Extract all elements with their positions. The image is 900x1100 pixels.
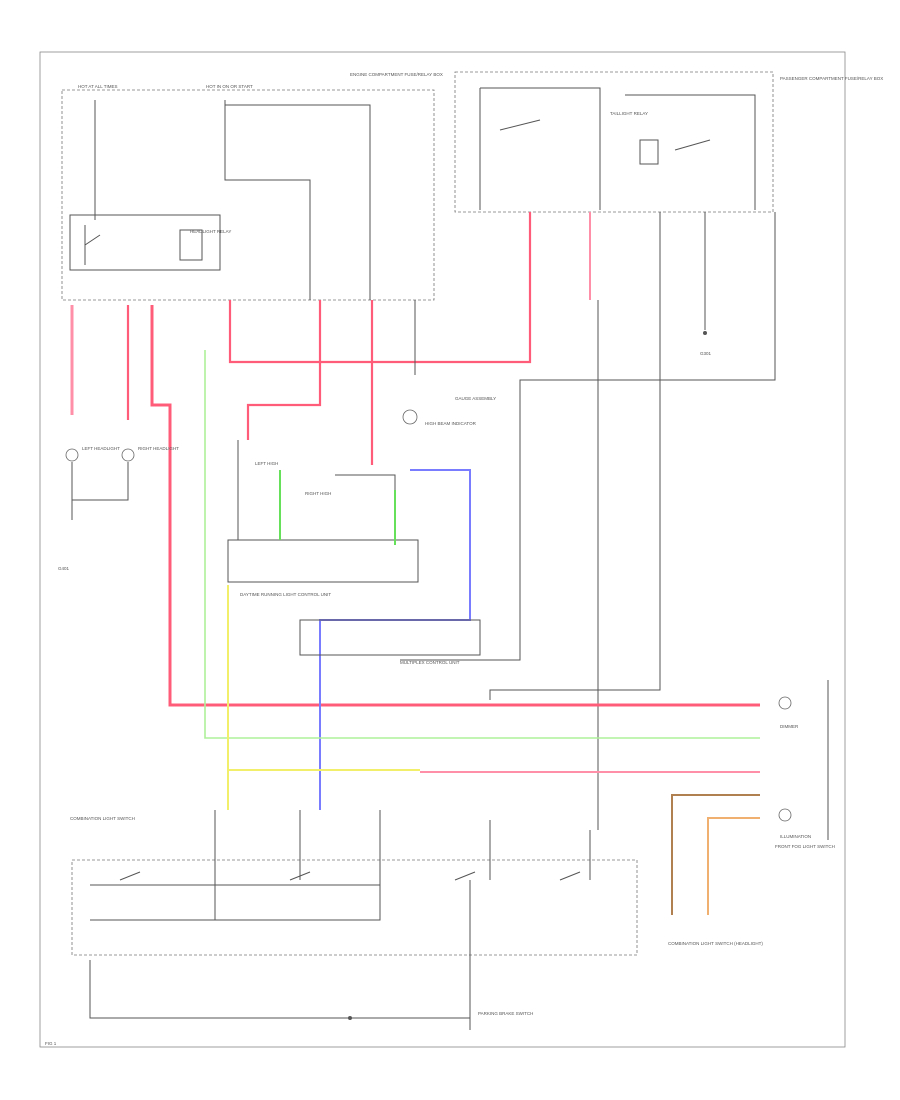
dimmer-lamp: [778, 696, 792, 710]
red-to-left-high: [246, 300, 322, 440]
relay-switch: [84, 225, 101, 265]
brown-wire: [671, 794, 760, 915]
headlight-relay-label: HEADLIGHT RELAY: [190, 229, 231, 234]
lamp-ground-wire: [71, 462, 129, 520]
daytime-control-unit: [227, 539, 419, 583]
left-headlight-label: LEFT HEADLIGHT: [82, 446, 120, 451]
ground-point: [703, 331, 707, 335]
splice-point: [348, 1016, 352, 1020]
pass-wire-3: [625, 94, 756, 210]
left-high-label: LEFT HIGH: [255, 461, 278, 466]
fuse-a-label: HOT AT ALL TIMES: [78, 84, 118, 89]
right-high-label: RIGHT HIGH: [305, 491, 331, 496]
tail-relay-coil: [639, 139, 659, 165]
switch-contacts: [119, 871, 581, 881]
pass-switch: [499, 119, 541, 131]
headlight-relay: [69, 214, 221, 271]
illumination-lamp: [778, 808, 792, 822]
red-wire-tail: [228, 212, 532, 364]
high-beam-ind-label: HIGH BEAM INDICATOR: [425, 421, 477, 426]
fuse-wire-2: [224, 100, 311, 300]
cluster-label: GAUGE ASSEMBLY: [455, 396, 496, 401]
bottom-ground-wire: [89, 960, 470, 1019]
page-ref: FIG 1: [45, 1041, 57, 1046]
combo-connector-label: COMBINATION LIGHT SWITCH (HEADLIGHT): [668, 941, 763, 946]
switch-bus: [90, 884, 381, 921]
parking-brake-label: PARKING BRAKE SWITCH: [478, 1011, 533, 1016]
fuse-b-label: HOT IN ON OR START: [206, 84, 253, 89]
yellow-wire: [227, 585, 420, 810]
dimmer-label: DIMMER: [780, 724, 799, 729]
relay-coil: [179, 229, 203, 261]
lgreen-wire: [204, 350, 760, 739]
switch-leads: [214, 810, 591, 920]
daytime-control-label: DAYTIME RUNNING LIGHT CONTROL UNIT: [240, 592, 331, 597]
engine-fuse-box: [61, 89, 435, 301]
orange-wire: [707, 817, 760, 915]
multiplex-unit: [299, 619, 481, 656]
right-headlight-lamp: [121, 448, 135, 462]
multiplex-label: MULTIPLEX CONTROL UNIT: [400, 660, 460, 665]
ground-b: G401: [58, 566, 70, 571]
combination-switch-box: [71, 859, 638, 956]
passenger-box-label: PASSENGER COMPARTMENT FUSE/RELAY BOX: [780, 76, 883, 81]
right-high-wire: [335, 474, 396, 540]
combination-switch-label: COMBINATION LIGHT SWITCH: [70, 816, 135, 821]
front-fog-label: FRONT FOG LIGHT SWITCH: [775, 844, 835, 849]
high-beam-indicator: [402, 409, 418, 425]
left-headlight-lamp: [65, 448, 79, 462]
outer-frame: [39, 51, 846, 1048]
ground-a: G301: [700, 351, 712, 356]
under-hood-box-label: ENGINE COMPARTMENT FUSE/RELAY BOX: [350, 72, 443, 77]
pass-wire-1: [480, 87, 601, 210]
grey-wire-2: [489, 212, 661, 700]
grey-wire-1: [400, 212, 776, 661]
fuse-wire-3: [225, 104, 371, 300]
right-headlight-label: RIGHT HEADLIGHT: [138, 446, 179, 451]
passenger-fuse-box: [454, 71, 774, 213]
tail-relay-switch: [674, 139, 711, 151]
illumination-label: ILLUMINATION: [780, 834, 811, 839]
red-main-long: [150, 305, 760, 707]
taillight-relay-label: TAILLIGHT RELAY: [610, 111, 648, 116]
